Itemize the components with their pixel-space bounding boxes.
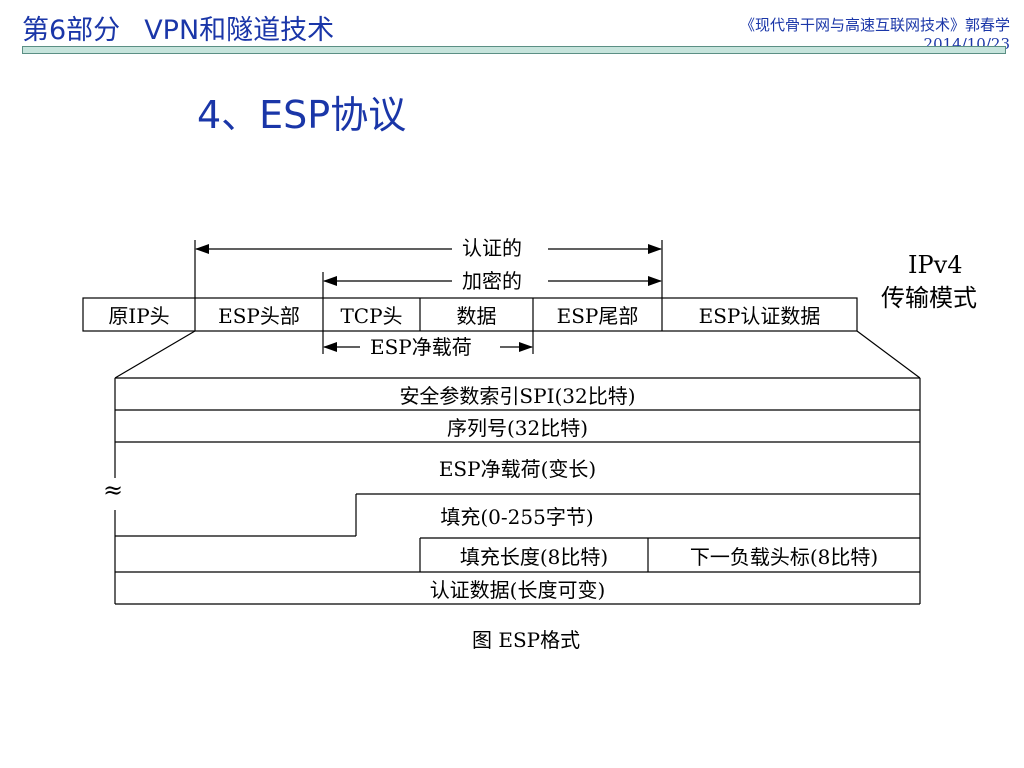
auth-label: 认证的 [462, 236, 522, 260]
packet-field-tcp-header: TCP头 [340, 304, 403, 328]
projection-left [114, 330, 196, 379]
esp-row-pad-length: 填充长度(8比特) [459, 544, 609, 569]
enc-label: 加密的 [462, 269, 522, 293]
packet-field-esp-trailer: ESP尾部 [556, 304, 639, 328]
packet-field-esp-header: ESP头部 [218, 304, 300, 328]
esp-row-next-header: 下一负载头标(8比特) [689, 544, 879, 569]
packet-field-orig-ip-header: 原IP头 [108, 304, 170, 328]
mode-label-ipv4: IPv4 [908, 251, 963, 279]
section-topic: VPN和隧道技术 [144, 15, 335, 46]
header-divider-bar [22, 46, 1006, 54]
variable-length-mark: ≈ [103, 476, 124, 504]
esp-row-spi: 安全参数索引SPI(32比特) [399, 383, 636, 408]
section-part: 第6部分 [22, 15, 121, 46]
packet-field-data: 数据 [456, 304, 497, 328]
packet-field-esp-auth-data: ESP认证数据 [698, 304, 821, 328]
esp-row-auth-data: 认证数据(长度可变) [429, 577, 606, 602]
esp-row-payload: ESP净载荷(变长) [438, 456, 597, 481]
esp-row-sequence: 序列号(32比特) [446, 415, 589, 440]
figure-caption: 图 ESP格式 [472, 628, 581, 652]
projection-right [856, 330, 921, 379]
section-title: 第6部分 VPN和隧道技术 [22, 8, 334, 47]
esp-row-padding: 填充(0-255字节) [440, 504, 594, 529]
mode-label-transport: 传输模式 [881, 284, 977, 312]
packet-row-frame [82, 297, 858, 332]
book-title: 《现代骨干网与高速互联网技术》郭春学 [739, 16, 1010, 34]
payload-label: ESP净载荷 [370, 335, 472, 359]
slide-heading: 4、ESP协议 [197, 93, 407, 137]
